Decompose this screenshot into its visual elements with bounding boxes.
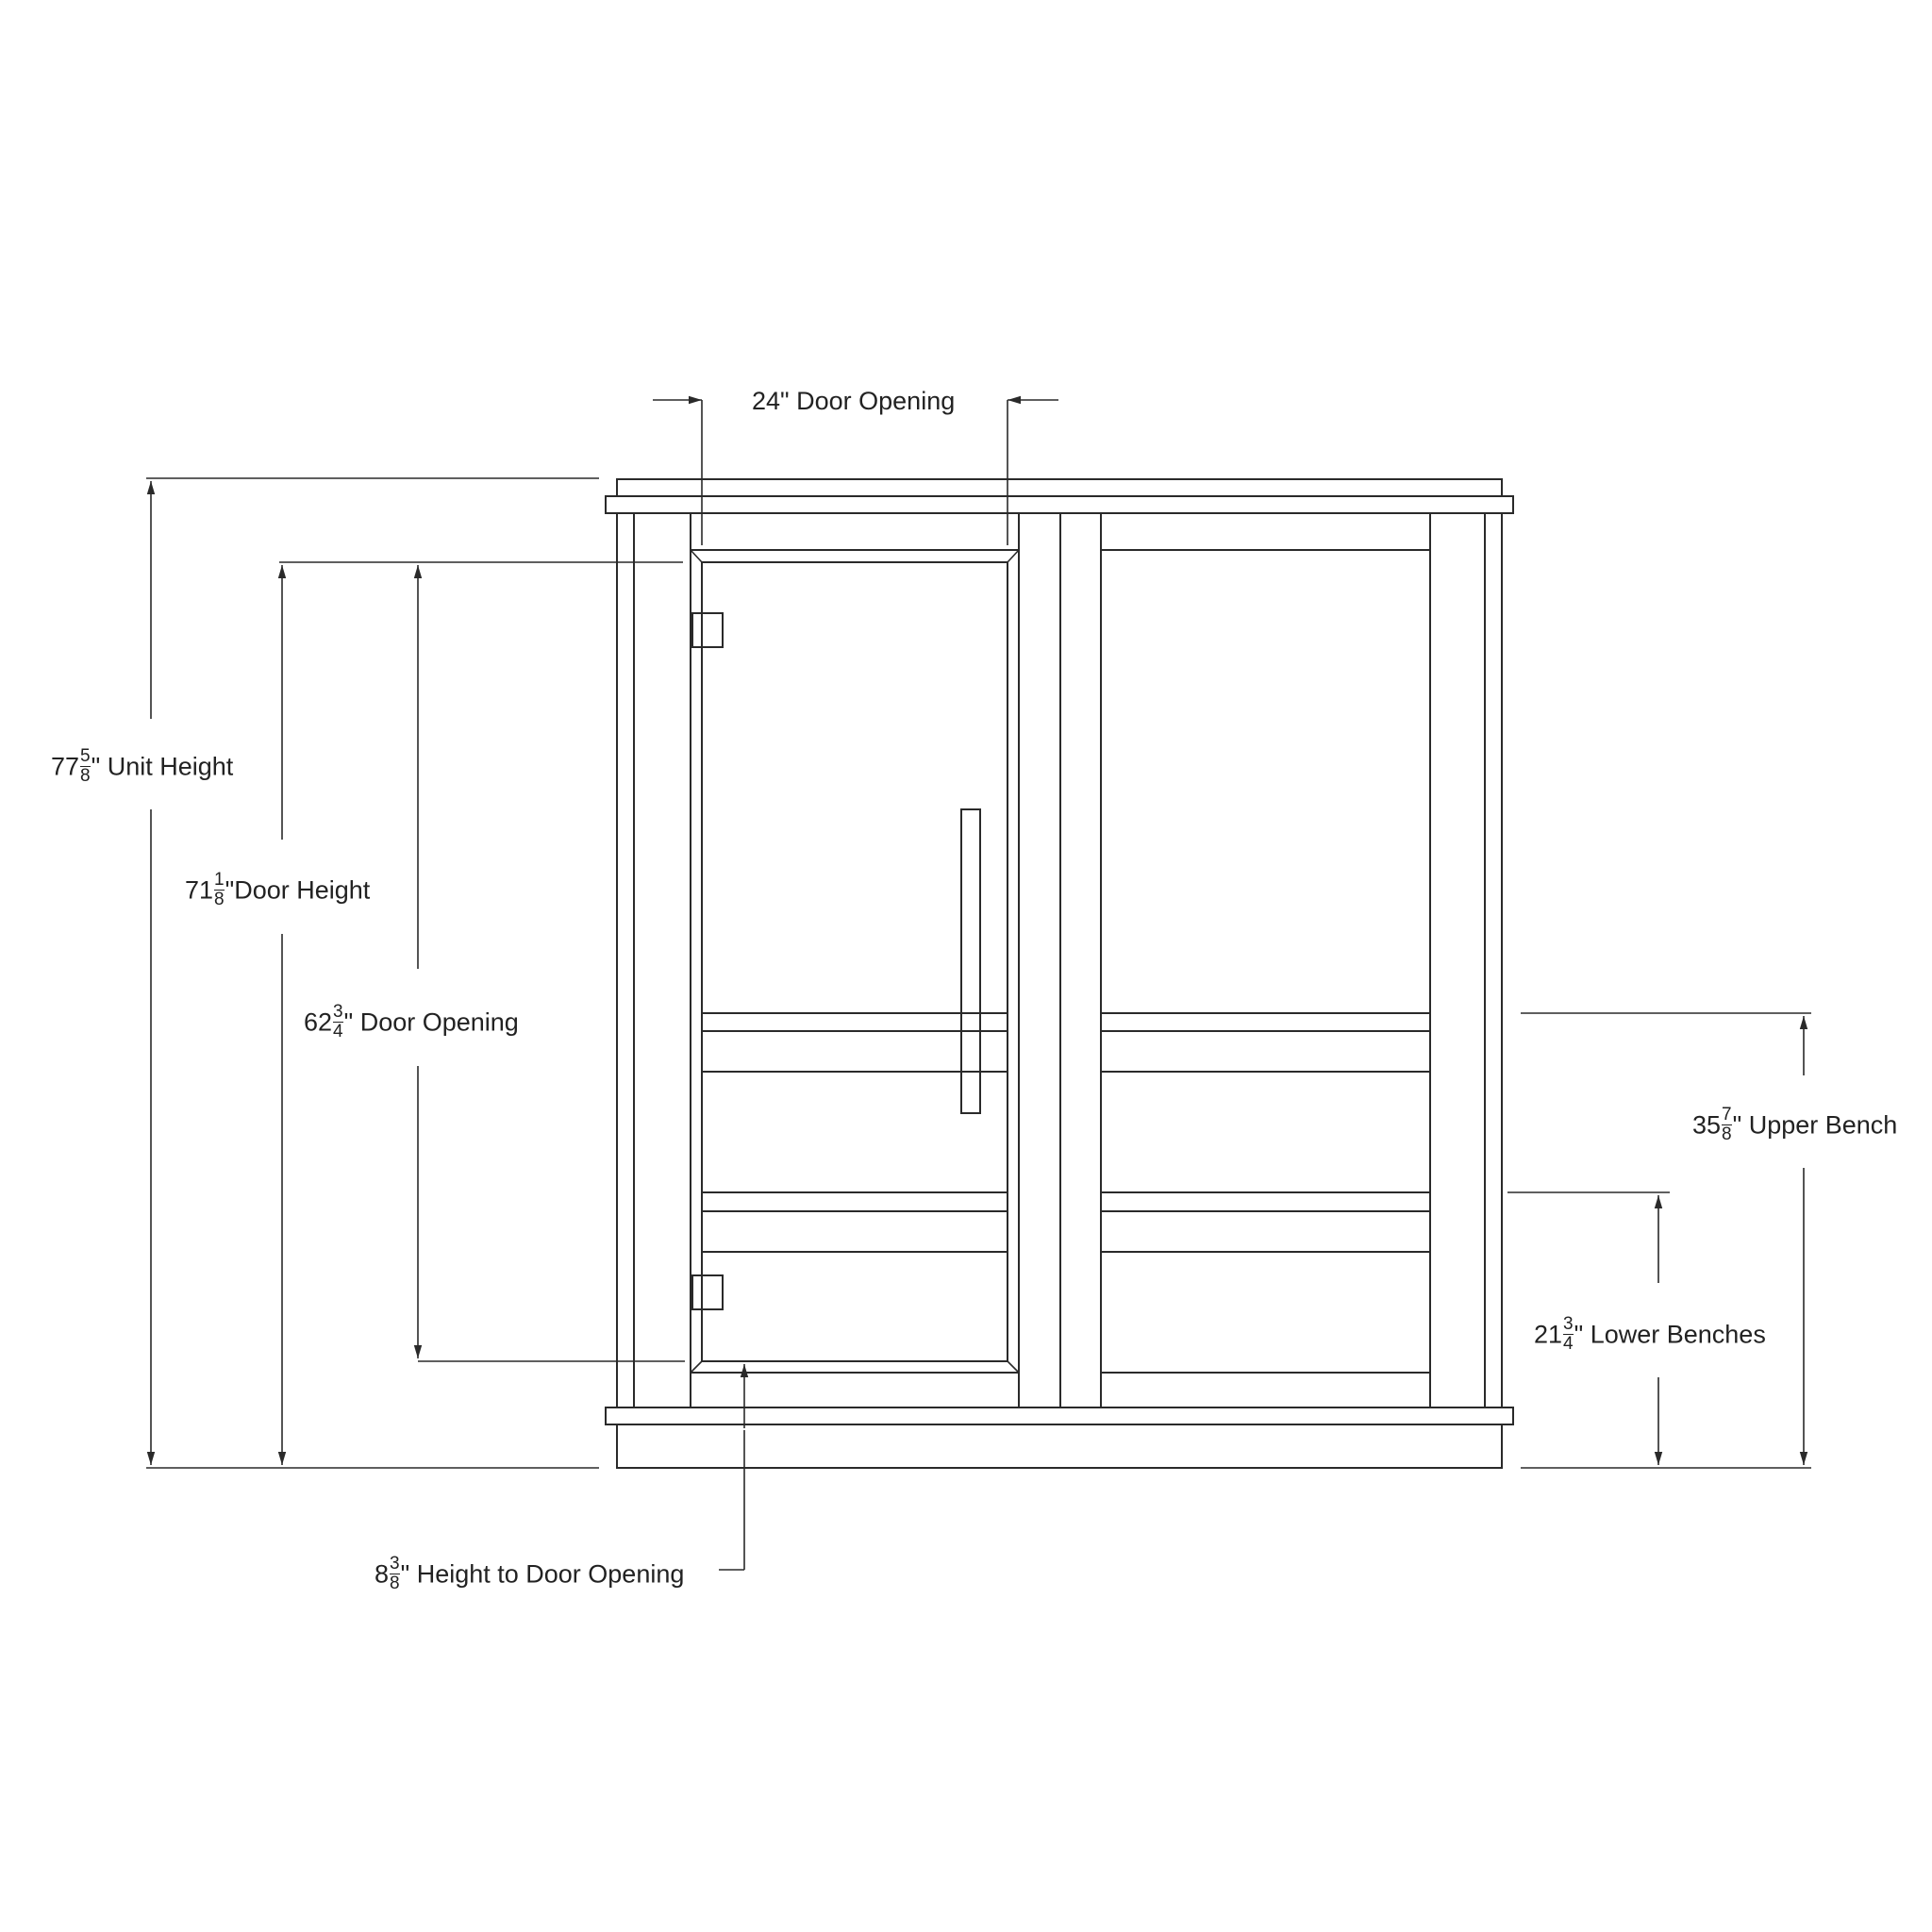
lower-hinge <box>691 1274 724 1310</box>
glass-door <box>690 549 1020 1374</box>
door-glass-pane <box>701 561 1008 1362</box>
door-opening-width-label: 24" Door Opening <box>748 387 959 416</box>
roof-cap-top <box>616 478 1503 497</box>
dimension-lines <box>146 395 1811 1571</box>
door-handle <box>960 808 981 1114</box>
roof-cap-trim <box>605 495 1514 514</box>
base-plinth <box>616 1424 1503 1469</box>
base-trim <box>605 1407 1514 1425</box>
door-outer-frame <box>690 549 1020 1374</box>
sauna-cabinet <box>605 478 1514 1469</box>
upper-hinge <box>691 612 724 648</box>
